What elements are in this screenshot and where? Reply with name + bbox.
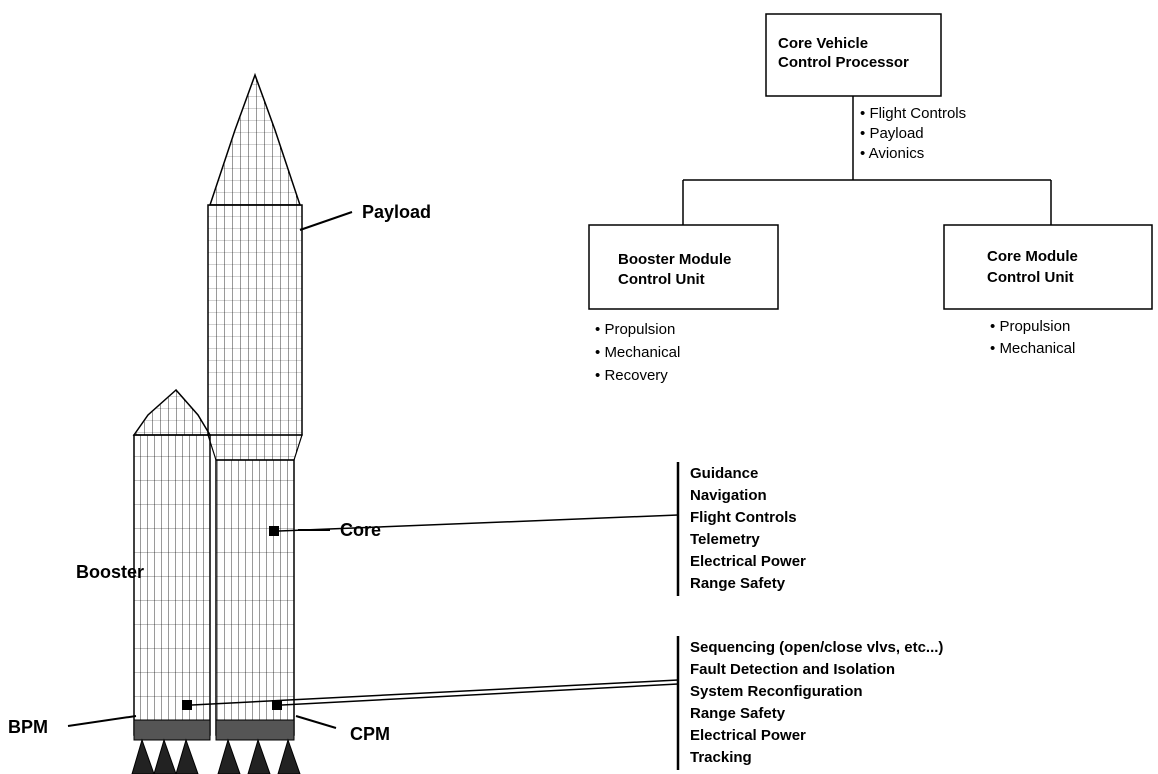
core-upper-body	[207, 204, 303, 436]
core-box-line1: Core Module	[987, 248, 1078, 265]
booster-label: Booster	[76, 562, 144, 582]
list-item: Recovery	[604, 367, 668, 384]
bpm-marker	[182, 700, 192, 710]
booster-rocket	[131, 388, 212, 774]
bpm-label: BPM	[8, 717, 48, 737]
core-rocket	[182, 72, 303, 774]
svg-text:• Propulsion: • Propulsion	[595, 321, 675, 338]
list-item: Flight Controls	[869, 105, 966, 122]
core-box-line2: Control Unit	[987, 269, 1074, 286]
list-item: Electrical Power	[690, 553, 806, 570]
booster-module-control-unit-box	[588, 224, 779, 310]
core-function-list: • Propulsion • Mechanical	[990, 318, 1075, 357]
booster-body	[133, 434, 211, 736]
list-item: Payload	[869, 125, 923, 142]
list-item: Sequencing (open/close vlvs, etc...)	[690, 639, 943, 656]
list-item: Fault Detection and Isolation	[690, 661, 895, 678]
core-module-control-unit-box	[943, 224, 1153, 310]
avionics-leader-line	[278, 514, 679, 532]
core-engines	[217, 738, 301, 774]
avionics-function-list: Guidance Navigation Flight Controls Tele…	[690, 465, 806, 592]
list-item: Electrical Power	[690, 727, 806, 744]
list-item: Propulsion	[999, 318, 1070, 335]
core-lower-body	[215, 459, 295, 736]
cpm-marker	[272, 700, 282, 710]
booster-box-line1: Booster Module	[618, 251, 731, 268]
payload-label: Payload	[362, 202, 431, 222]
list-item: Propulsion	[604, 321, 675, 338]
top-box-line1: Core Vehicle	[778, 35, 868, 52]
svg-text:• Mechanical: • Mechanical	[595, 344, 680, 361]
list-item: Range Safety	[690, 705, 786, 722]
list-item: Mechanical	[604, 344, 680, 361]
booster-nose	[132, 388, 212, 436]
list-item: Mechanical	[999, 340, 1075, 357]
svg-text:• Avionics: • Avionics	[860, 145, 924, 162]
module-function-list: Sequencing (open/close vlvs, etc...) Fau…	[690, 639, 943, 766]
booster-engines	[131, 738, 199, 774]
booster-box-line2: Control Unit	[618, 271, 705, 288]
top-function-list: • Flight Controls • Payload • Avionics	[860, 105, 966, 162]
core-avionics-marker	[269, 526, 279, 536]
svg-text:• Flight Controls: • Flight Controls	[860, 105, 966, 122]
top-box-line2: Control Processor	[778, 54, 909, 71]
list-item: Range Safety	[690, 575, 786, 592]
list-item: Telemetry	[690, 531, 760, 548]
list-item: System Reconfiguration	[690, 683, 863, 700]
list-item: Tracking	[690, 749, 752, 766]
svg-text:• Recovery: • Recovery	[595, 367, 668, 384]
svg-text:• Mechanical: • Mechanical	[990, 340, 1075, 357]
core-label: Core	[340, 520, 381, 540]
list-item: Navigation	[690, 487, 767, 504]
cpm-label: CPM	[350, 724, 390, 744]
list-item: Flight Controls	[690, 509, 797, 526]
svg-text:• Payload: • Payload	[860, 125, 924, 142]
list-item: Avionics	[869, 145, 925, 162]
list-item: Guidance	[690, 465, 758, 482]
bpm-leader-line	[191, 679, 679, 706]
cpm-leader-line	[281, 683, 679, 706]
core-nose	[208, 72, 302, 206]
svg-text:• Propulsion: • Propulsion	[990, 318, 1070, 335]
booster-function-list: • Propulsion • Mechanical • Recovery	[595, 321, 680, 384]
